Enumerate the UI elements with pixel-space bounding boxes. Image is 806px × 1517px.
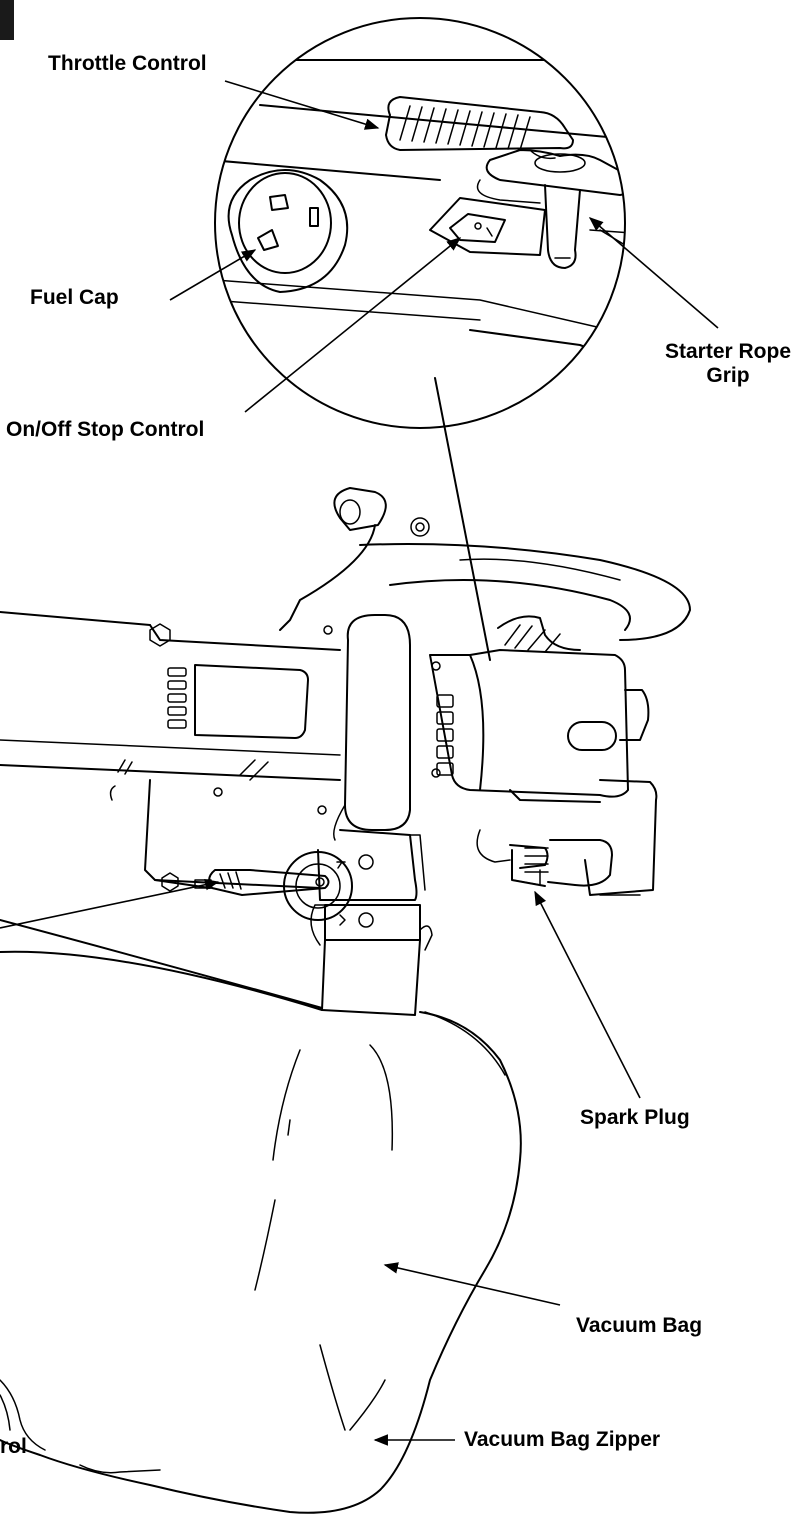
label-spark-plug: Spark Plug	[580, 1106, 690, 1129]
detail-zoom-circle	[214, 17, 626, 429]
starter-rope-grip-leader	[588, 217, 719, 329]
vacuum-bag-leader	[383, 1262, 561, 1306]
throttle-control-leader	[224, 80, 380, 130]
on-off-stop-control-leader	[244, 237, 462, 413]
label-throttle-control: Throttle Control	[48, 52, 207, 75]
label-vacuum-bag-zipper: Vacuum Bag Zipper	[464, 1428, 661, 1451]
fuel-cap-leader	[169, 249, 257, 301]
blower-vacuum-unit	[0, 487, 691, 1514]
label-cut-off-fragment: rol	[0, 1435, 27, 1458]
mode-selector-leader	[0, 879, 220, 929]
label-fuel-cap: Fuel Cap	[30, 286, 119, 309]
label-starter-rope-grip-line2: Grip	[706, 364, 750, 387]
starter-rope-grip-detail	[476, 149, 625, 269]
detail-connector-line	[434, 377, 491, 661]
page-corner-tab	[0, 0, 14, 40]
vacuum-bag	[0, 919, 522, 1514]
label-starter-rope-grip: Starter Rope Grip	[650, 340, 806, 388]
throttle-trigger-detail	[385, 96, 574, 160]
label-vacuum-bag: Vacuum Bag	[576, 1314, 703, 1337]
mode-selector-knob	[208, 851, 374, 928]
label-starter-rope-grip-line1: Starter Rope	[664, 340, 792, 363]
spark-plug-leader	[534, 890, 641, 1099]
label-on-off-stop-control: On/Off Stop Control	[6, 418, 205, 441]
fuel-cap-detail	[227, 169, 349, 293]
on-off-switch-detail	[429, 197, 546, 256]
